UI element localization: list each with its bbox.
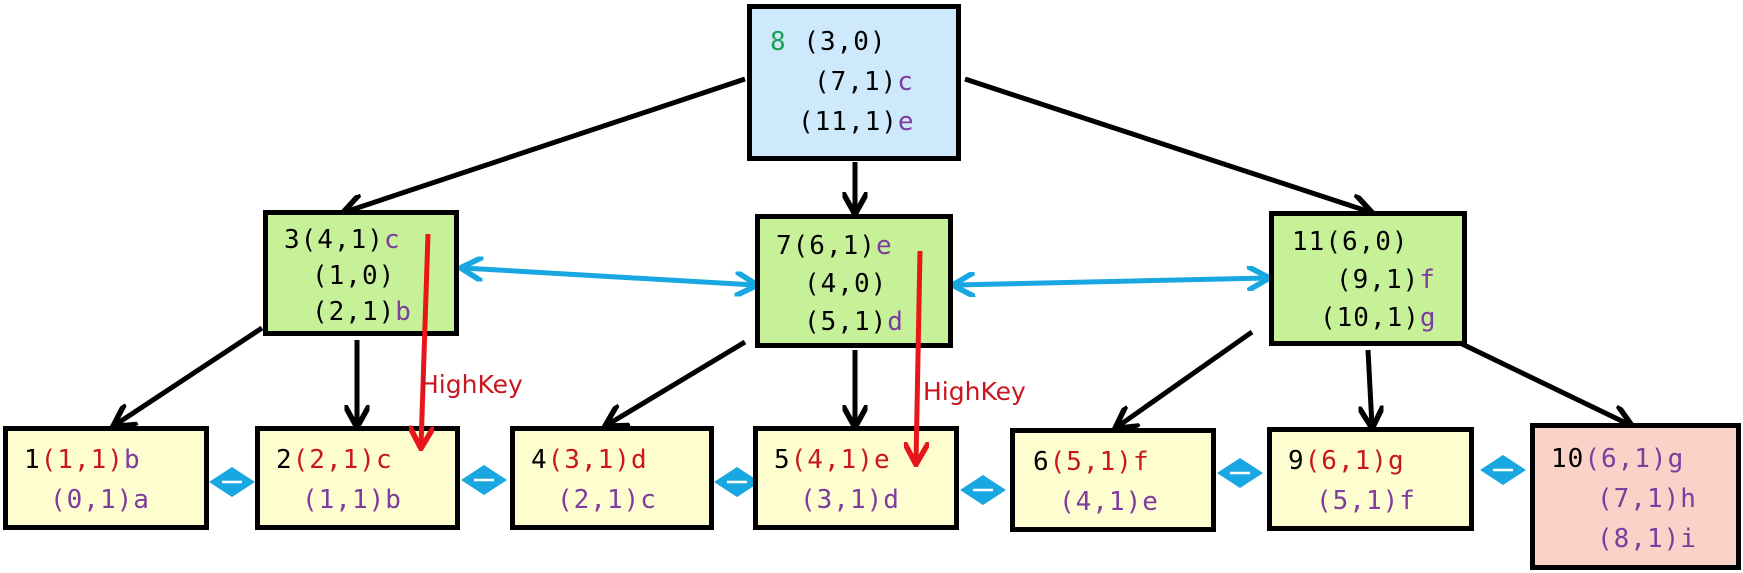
leaf-1-row-1: 1(1,1)b bbox=[24, 445, 141, 475]
leaf-6-id: 6 bbox=[1033, 447, 1050, 477]
leaf-link-9-10 bbox=[1480, 455, 1526, 485]
node-11-internal: 11(6,0) (9,1)f (10,1)g bbox=[1269, 211, 1467, 346]
leaf-9-row-2: (5,1)f bbox=[1316, 486, 1416, 516]
node-3-row-1: 3(4,1)c bbox=[284, 225, 401, 255]
node-7-id: 7 bbox=[776, 231, 793, 261]
leaf-10-row-1: 10(6,1)g bbox=[1551, 444, 1685, 474]
edge-node11-to-leaf6 bbox=[1117, 329, 1254, 427]
node-7-row-3: (5,1)d bbox=[804, 307, 904, 337]
leaf-2-row-1: 2(2,1)c bbox=[276, 445, 393, 475]
node-11-row-2: (9,1)f bbox=[1336, 265, 1436, 295]
highkey-label-1: HighKey bbox=[420, 370, 523, 399]
leaf-5-row-2: (3,1)d bbox=[800, 485, 900, 515]
node-8-root: 8 (3,0) (7,1)c (11,1)e bbox=[747, 4, 961, 161]
leaf-9-id: 9 bbox=[1288, 446, 1305, 476]
leaf-link-4-5 bbox=[714, 467, 760, 497]
leaf-link-2-4 bbox=[461, 465, 507, 495]
node-3-internal: 3(4,1)c (1,0) (2,1)b bbox=[263, 210, 459, 336]
leaf-2: 2(2,1)c (1,1)b bbox=[255, 426, 460, 530]
node-11-row-1: 11(6,0) bbox=[1292, 227, 1409, 257]
edge-node7-to-leaf4 bbox=[607, 339, 747, 425]
leaf-1: 1(1,1)b (0,1)a bbox=[3, 426, 209, 530]
leaf-link-1-2 bbox=[209, 467, 255, 497]
leaf-2-row-2: (1,1)b bbox=[302, 485, 402, 515]
leaf-6-row-2: (4,1)e bbox=[1059, 487, 1159, 517]
sibling-link-node3-node7 bbox=[463, 268, 755, 285]
leaf-10: 10(6,1)g (7,1)h (8,1)i bbox=[1530, 423, 1741, 570]
node-7-row-1: 7(6,1)e bbox=[776, 231, 893, 261]
node-8-row-3: (11,1)e bbox=[798, 107, 915, 137]
leaf-4-id: 4 bbox=[531, 445, 548, 475]
leaf-9-row-1: 9(6,1)g bbox=[1288, 446, 1405, 476]
node-3-id: 3 bbox=[284, 225, 301, 255]
leaf-1-id: 1 bbox=[24, 445, 41, 475]
edge-root-to-node3 bbox=[345, 76, 746, 212]
edge-node11-to-leaf10 bbox=[1458, 340, 1630, 425]
edge-root-to-node11 bbox=[964, 76, 1370, 212]
node-7-internal: 7(6,1)e (4,0) (5,1)d bbox=[755, 214, 953, 348]
leaf-10-id: 10 bbox=[1551, 444, 1585, 474]
node-8-id: 8 bbox=[770, 27, 787, 57]
leaf-5: 5(4,1)e (3,1)d bbox=[753, 426, 959, 530]
leaf-4: 4(3,1)d (2,1)c bbox=[510, 426, 714, 530]
leaf-5-id: 5 bbox=[774, 445, 791, 475]
leaf-2-id: 2 bbox=[276, 445, 293, 475]
leaf-6: 6(5,1)f (4,1)e bbox=[1010, 428, 1216, 532]
leaf-link-5-6 bbox=[960, 475, 1006, 505]
edge-node11-to-leaf9 bbox=[1368, 349, 1372, 426]
node-7-row-2: (4,0) bbox=[804, 269, 888, 299]
node-8-row-1: 8 (3,0) bbox=[770, 27, 887, 57]
node-3-row-3: (2,1)b bbox=[312, 297, 412, 327]
leaf-10-row-2: (7,1)h bbox=[1597, 484, 1697, 514]
leaf-4-row-1: 4(3,1)d bbox=[531, 445, 648, 475]
leaf-9: 9(6,1)g (5,1)f bbox=[1267, 427, 1474, 531]
node-11-id: 11 bbox=[1292, 227, 1326, 257]
leaf-10-row-3: (8,1)i bbox=[1597, 524, 1697, 554]
node-8-row-2: (7,1)c bbox=[814, 67, 914, 97]
leaf-4-row-2: (2,1)c bbox=[557, 485, 657, 515]
leaf-6-row-1: 6(5,1)f bbox=[1033, 447, 1150, 477]
node-3-row-2: (1,0) bbox=[312, 261, 396, 291]
leaf-1-row-2: (0,1)a bbox=[50, 485, 150, 515]
sibling-link-node7-node11 bbox=[955, 278, 1267, 285]
highkey-label-2: HighKey bbox=[923, 377, 1026, 406]
leaf-5-row-1: 5(4,1)e bbox=[774, 445, 891, 475]
edge-node3-to-leaf1 bbox=[115, 325, 264, 425]
leaf-link-6-9 bbox=[1217, 458, 1263, 488]
node-11-row-3: (10,1)g bbox=[1320, 303, 1437, 333]
